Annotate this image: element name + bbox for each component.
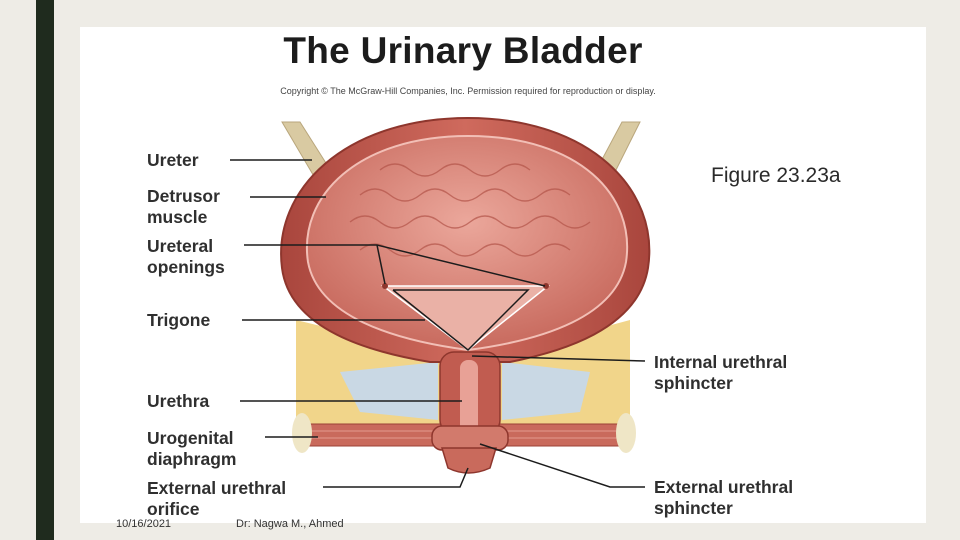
label-internal-urethral-sphincter: Internal urethral sphincter	[654, 352, 787, 394]
external-urethral-sphincter	[431, 425, 509, 451]
label-ureteral-openings: Ureteral openings	[147, 236, 225, 278]
rugae-folds	[349, 163, 591, 257]
label-ext-sphincter-line1: External urethral	[654, 477, 794, 497]
connective-left	[340, 362, 438, 420]
label-ureter-text: Ureter	[147, 150, 199, 170]
footer-author: Dr: Nagwa M., Ahmed	[236, 518, 344, 530]
label-ureter: Ureter	[147, 150, 199, 171]
urethra-tip	[440, 447, 498, 474]
label-urogenital-line2: diaphragm	[147, 449, 237, 469]
label-trigone: Trigone	[147, 310, 210, 331]
label-int-sphincter-line1: Internal urethral	[654, 352, 788, 372]
label-urogenital-line1: Urogenital	[147, 428, 234, 448]
label-ureteral-line1: Ureteral	[147, 236, 214, 256]
label-ext-orifice-line1: External urethral	[147, 478, 287, 498]
label-urethra-text: Urethra	[147, 391, 210, 411]
label-external-urethral-orifice: External urethral orifice	[147, 478, 286, 520]
connective-right	[502, 362, 590, 420]
label-detrusor-line2: muscle	[147, 207, 208, 227]
trigone-region	[380, 285, 551, 351]
label-external-urethral-sphincter: External urethral sphincter	[654, 477, 793, 519]
label-int-sphincter-line2: sphincter	[654, 373, 733, 393]
footer-date: 10/16/2021	[116, 518, 172, 530]
label-ext-sphincter-line2: sphincter	[654, 498, 733, 518]
figure-reference: Figure 23.23a	[711, 164, 841, 187]
label-urethra: Urethra	[147, 391, 209, 412]
left-accent-bar	[36, 0, 54, 540]
label-urogenital-diaphragm: Urogenital diaphragm	[147, 428, 236, 470]
ureteral-opening-right	[543, 283, 549, 289]
label-ureteral-line2: openings	[147, 257, 225, 277]
ureteral-opening-left	[382, 283, 388, 289]
copyright-notice: Copyright © The McGraw-Hill Companies, I…	[280, 86, 656, 96]
leader-lines	[230, 159, 646, 488]
label-detrusor-muscle: Detrusor muscle	[147, 186, 220, 228]
label-ext-orifice-line2: orifice	[147, 499, 200, 519]
label-detrusor-line1: Detrusor	[147, 186, 220, 206]
label-trigone-text: Trigone	[147, 310, 211, 330]
slide-title: The Urinary Bladder	[283, 30, 643, 71]
